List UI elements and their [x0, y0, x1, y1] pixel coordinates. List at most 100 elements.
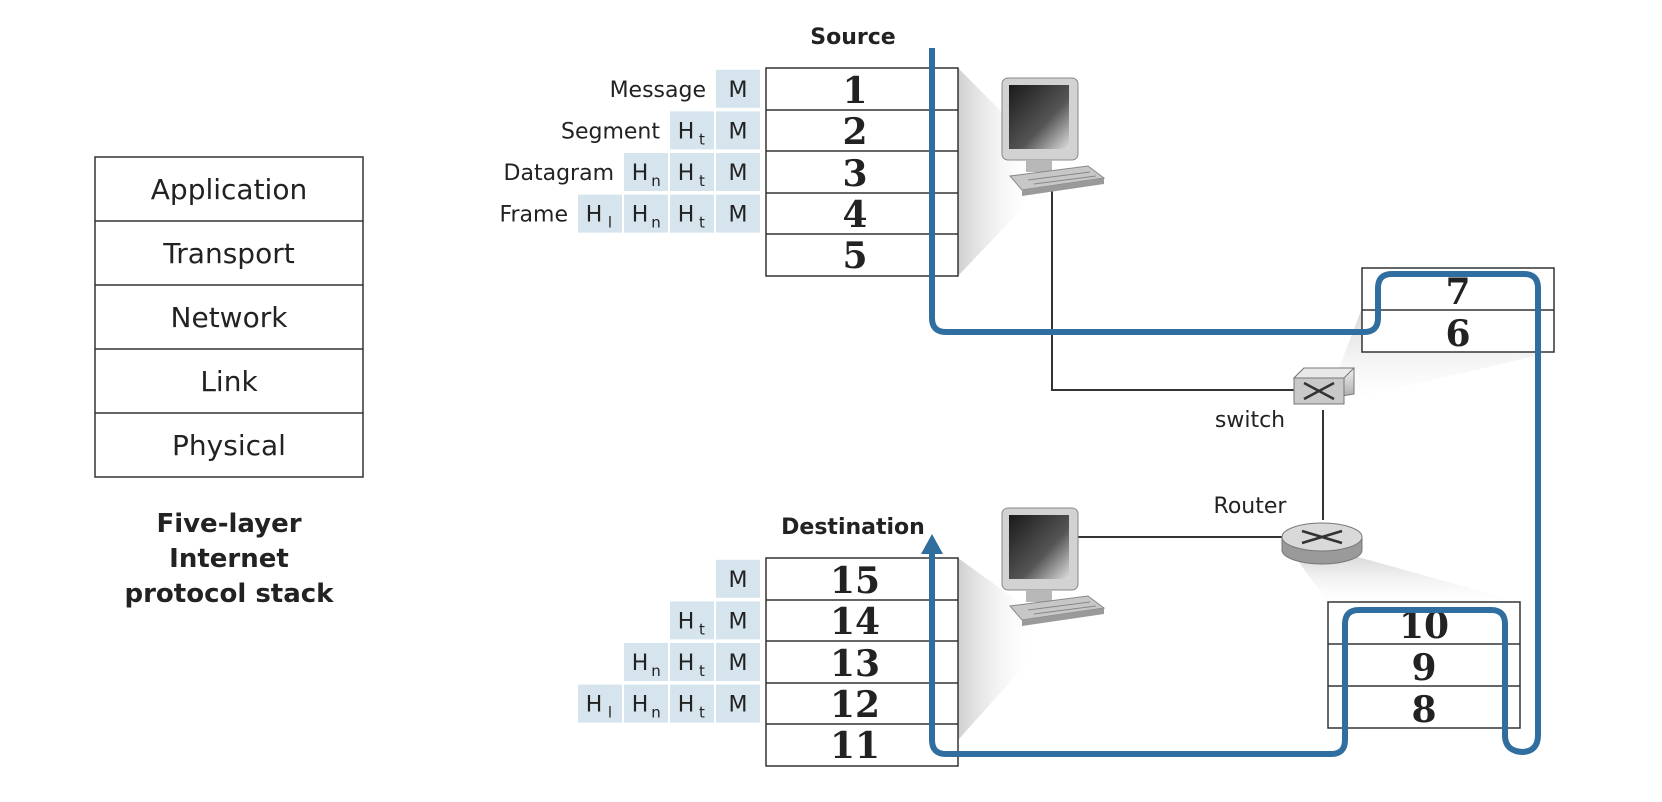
destination-title: Destination — [781, 515, 925, 540]
pdu-message-text: M — [729, 693, 748, 718]
pdu-header-box — [578, 194, 622, 233]
pdu-message-text: M — [729, 78, 748, 103]
pdu-header-subscript: t — [699, 704, 705, 722]
source-stack-frame — [765, 67, 959, 277]
switch-icon: switch — [1215, 367, 1356, 433]
pdu-message-text: M — [729, 119, 748, 144]
destination-layer-number: 15 — [830, 560, 880, 602]
pdu-header-subscript: t — [699, 172, 705, 190]
pdu-header-text: H — [632, 651, 649, 676]
pdu-header-subscript: n — [651, 214, 661, 232]
stack-layer-application: Application — [151, 173, 307, 206]
computer-icon — [1001, 77, 1106, 196]
destination-stack-frame — [765, 557, 959, 767]
pdu-header-text: H — [586, 203, 603, 228]
pdu-header-text: H — [678, 651, 695, 676]
pdu-header-text: H — [678, 203, 695, 228]
switch-stack: 7 6 — [1361, 267, 1555, 355]
source-layer-number: 5 — [842, 235, 867, 277]
pdu-header-box — [670, 684, 714, 723]
router-zoom-cone — [1290, 550, 1520, 605]
pdu-header-box — [716, 559, 760, 598]
pdu-header-subscript: l — [608, 704, 612, 722]
pdu-header-text: H — [678, 161, 695, 186]
router-stack: 10 9 8 — [1327, 601, 1521, 731]
stack-layer-link: Link — [200, 365, 258, 398]
pdu-header-subscript: n — [651, 704, 661, 722]
source-to-switch-link — [1051, 185, 1294, 391]
source-layer-number: 2 — [842, 111, 867, 153]
pdu-header-box — [578, 684, 622, 723]
data-path-arrowhead — [921, 534, 943, 554]
pdu-header-text: H — [678, 119, 695, 144]
pdu-row-label: Frame — [499, 203, 568, 228]
pdu-message-text: M — [729, 203, 748, 228]
pdu-header-subscript: l — [608, 214, 612, 232]
router-layer-number: 8 — [1411, 689, 1436, 731]
stack-layer-physical: Physical — [172, 429, 286, 462]
pdu-header-text: H — [678, 693, 695, 718]
pdu-header-subscript: t — [699, 130, 705, 148]
source-title: Source — [810, 25, 895, 50]
pdu-header-box — [716, 684, 760, 723]
protocol-stack: Application Transport Network Link Physi… — [94, 156, 364, 609]
pdu-header-text: H — [632, 161, 649, 186]
destination-layer-number: 12 — [830, 684, 880, 726]
pdu-header-text: H — [586, 693, 603, 718]
switch-label: switch — [1215, 408, 1285, 433]
router-stack-frame — [1327, 601, 1521, 729]
pdu-header-subscript: n — [651, 662, 661, 680]
source-layer-number: 1 — [842, 70, 867, 112]
pdu-header-box — [670, 153, 714, 191]
pdu-header-box — [716, 643, 760, 681]
destination-layer-number: 14 — [830, 601, 880, 643]
pdu-header-box — [716, 601, 760, 640]
router-layer-number: 9 — [1411, 647, 1436, 689]
pdu-header-box — [624, 684, 668, 723]
pdu-header-subscript: t — [699, 662, 705, 680]
pdu-header-box — [716, 111, 760, 150]
switch-layer-number: 7 — [1445, 271, 1470, 313]
pdu-header-box — [624, 153, 668, 191]
pdu-header-box — [670, 194, 714, 233]
pdu-header-text: H — [678, 609, 695, 634]
pdu-header-box — [670, 643, 714, 681]
data-path-line — [929, 48, 1541, 757]
stack-caption-line: Internet — [169, 544, 289, 574]
pdu-message-text: M — [729, 609, 748, 634]
router-icon: Router — [1214, 494, 1363, 565]
stack-layer-network: Network — [171, 301, 289, 334]
source-layer-number: 3 — [842, 153, 867, 195]
source-layer-number: 4 — [842, 194, 867, 236]
pdu-row-label: Datagram — [504, 161, 614, 186]
destination-layer-number: 11 — [830, 725, 880, 767]
pdu-header-box — [716, 153, 760, 191]
pdu-row-label: Message — [610, 78, 706, 103]
pdu-message-text: M — [729, 568, 748, 593]
router-label: Router — [1214, 494, 1288, 519]
pdu-header-box — [716, 69, 760, 108]
switch-layer-number: 6 — [1445, 313, 1470, 355]
protocol-stack-frame — [94, 156, 364, 478]
destination-layer-number: 13 — [830, 643, 880, 685]
pdu-header-text: H — [632, 693, 649, 718]
pdu-header-box — [624, 194, 668, 233]
pdu-header-subscript: n — [651, 172, 661, 190]
source-zoom-cone — [958, 68, 1030, 276]
destination-zoom-cone — [958, 558, 1030, 740]
pdu-message-text: M — [729, 161, 748, 186]
stack-caption-line: protocol stack — [125, 579, 335, 609]
pdu-message-text: M — [729, 651, 748, 676]
pdu-header-box — [716, 194, 760, 233]
pdu-header-box — [670, 601, 714, 640]
computer-icon — [1001, 507, 1106, 626]
stack-layer-transport: Transport — [162, 237, 294, 270]
pdu-header-text: H — [632, 203, 649, 228]
pdu-row-label: Segment — [561, 119, 660, 144]
pdu-header-subscript: t — [699, 620, 705, 638]
